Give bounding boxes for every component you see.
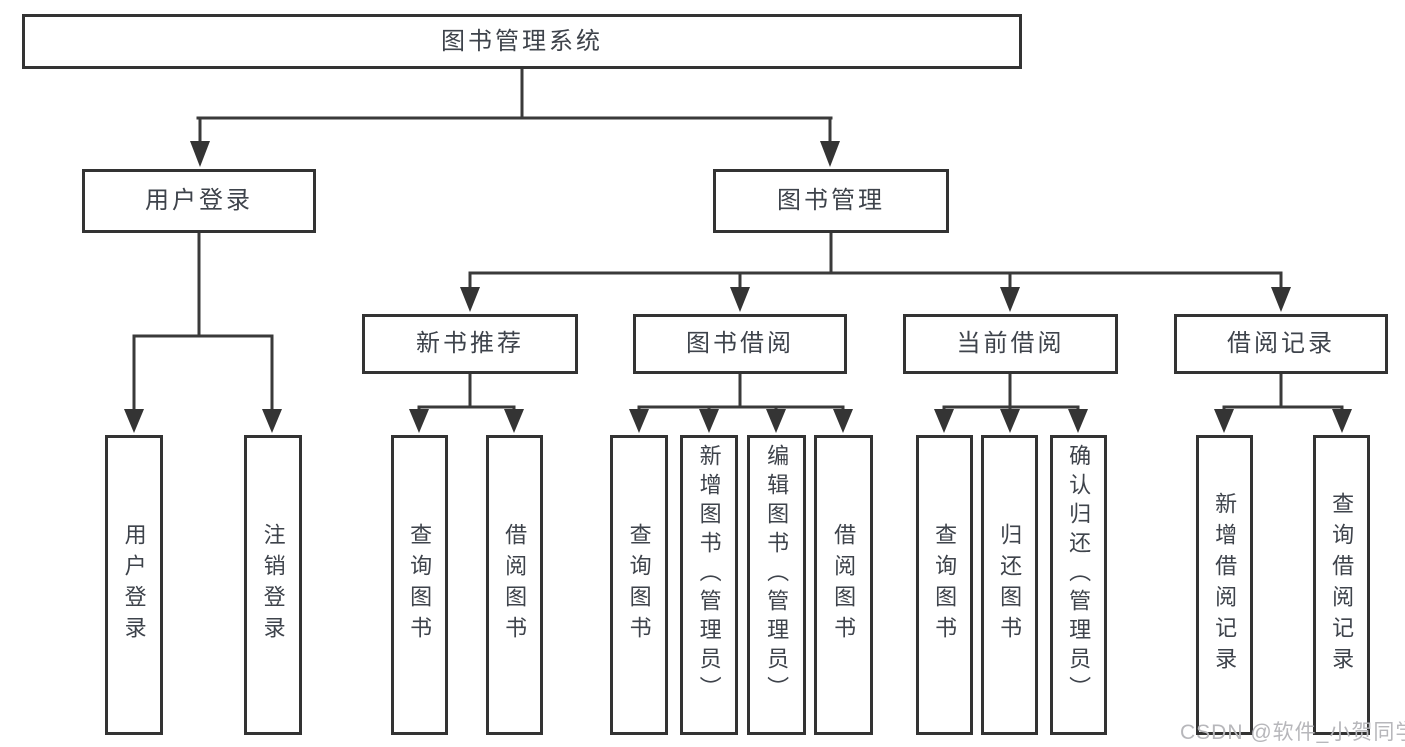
node-label: 确认归还（管理员） [1066,444,1092,705]
node-recommend-borrow-books: 借阅图书 [486,435,543,735]
node-label: 新增借阅记录 [1212,492,1238,678]
node-current-query-books: 查询图书 [916,435,973,735]
node-leaf-user-login: 用户登录 [105,435,163,735]
node-label: 图书管理 [777,187,885,214]
node-label: 图书管理系统 [441,27,603,55]
node-records-query-record: 查询借阅记录 [1313,435,1370,735]
node-borrowing-query-books: 查询图书 [610,435,668,735]
node-label: 注销登录 [260,523,286,647]
node-label: 查询图书 [626,523,652,647]
node-label: 用户登录 [121,523,147,647]
node-borrowing-edit-books-admin: 编辑图书（管理员） [747,435,806,735]
node-current-return-books: 归还图书 [981,435,1038,735]
node-current-confirm-return-admin: 确认归还（管理员） [1050,435,1107,735]
node-records-add-record: 新增借阅记录 [1196,435,1253,735]
node-label: 借阅图书 [831,523,857,647]
node-borrowing-borrow-books: 借阅图书 [814,435,873,735]
node-current-borrowing: 当前借阅 [903,314,1118,374]
node-book-borrowing: 图书借阅 [633,314,847,374]
node-new-book-recommend: 新书推荐 [362,314,578,374]
node-label: 借阅图书 [502,523,528,647]
node-label: 查询借阅记录 [1329,492,1355,678]
node-label: 新增图书（管理员） [696,444,722,705]
node-label: 借阅记录 [1227,330,1335,357]
node-user-login: 用户登录 [82,169,316,233]
node-label: 用户登录 [145,187,253,214]
node-label: 编辑图书（管理员） [764,444,790,705]
node-label: 查询图书 [932,523,958,647]
node-label: 图书借阅 [686,330,794,357]
node-borrowing-add-books-admin: 新增图书（管理员） [680,435,738,735]
csdn-watermark: CSDN @软件_小贺同学 [1180,721,1405,744]
node-leaf-logout: 注销登录 [244,435,302,735]
node-recommend-query-books: 查询图书 [391,435,448,735]
node-borrowing-records: 借阅记录 [1174,314,1388,374]
node-label: 归还图书 [997,523,1023,647]
node-book-management: 图书管理 [713,169,949,233]
node-library-management-system: 图书管理系统 [22,14,1022,69]
node-label: 新书推荐 [416,330,524,357]
node-label: 查询图书 [407,523,433,647]
node-label: 当前借阅 [956,330,1065,357]
